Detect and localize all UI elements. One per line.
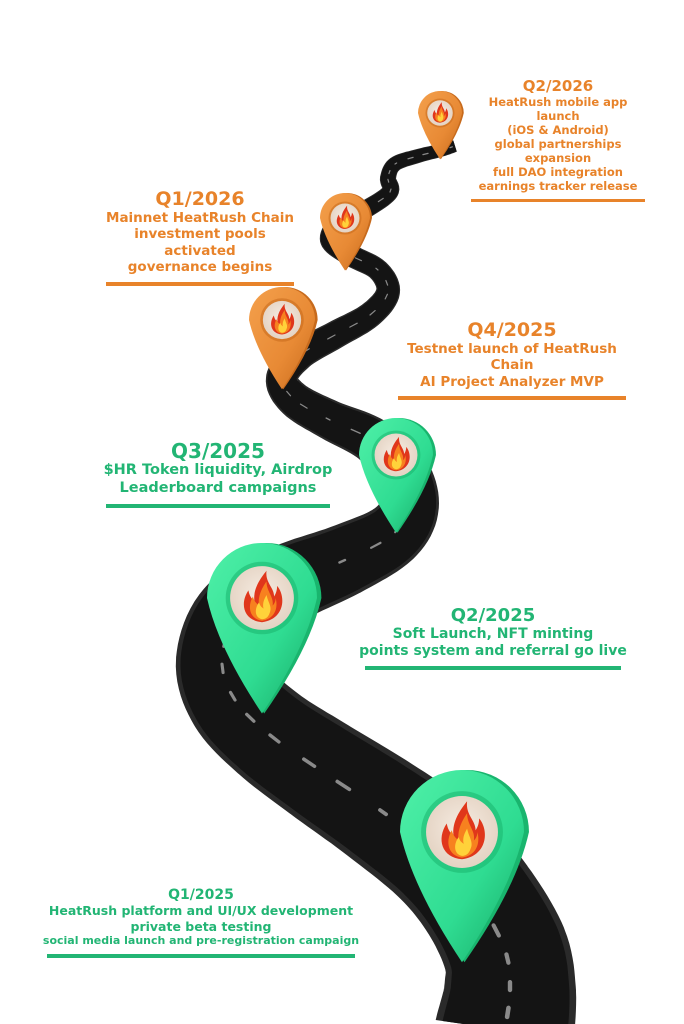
milestone-line: $HR Token liquidity, Airdrop bbox=[103, 462, 333, 478]
road-dash bbox=[394, 162, 398, 165]
map-pin-q3-2025 bbox=[359, 418, 436, 533]
milestone-divider bbox=[471, 198, 645, 202]
road-dash bbox=[375, 267, 379, 271]
road-dash bbox=[389, 188, 392, 193]
road-dash bbox=[407, 156, 414, 160]
flame-inner bbox=[278, 318, 288, 333]
road-dash bbox=[385, 279, 389, 286]
flame-inner bbox=[391, 453, 402, 470]
fire-icon bbox=[441, 801, 485, 860]
road-dash bbox=[228, 690, 237, 702]
milestone-line: social media launch and pre-registration… bbox=[42, 933, 360, 947]
milestone-divider bbox=[106, 281, 294, 286]
milestone-q2-2025: Q2/2025 Soft Launch, NFT minting points … bbox=[358, 606, 628, 670]
milestone-quarter: Q2/2025 bbox=[450, 605, 536, 626]
milestone-q1-2026: Q1/2026 Mainnet HeatRush Chain investmen… bbox=[100, 189, 300, 286]
map-pin-q1-2025 bbox=[400, 770, 529, 963]
milestone-line: Soft Launch, NFT minting bbox=[392, 625, 594, 642]
road-dash bbox=[377, 197, 384, 203]
milestone-line: full DAO integration bbox=[493, 164, 623, 179]
map-pin-q2-2026 bbox=[418, 91, 464, 160]
road-dash bbox=[349, 322, 358, 328]
milestone-line: HeatRush mobile app launch bbox=[488, 94, 628, 123]
milestone-q2-2026: Q2/2026 HeatRush mobile app launch (iOS … bbox=[468, 78, 648, 202]
road-dash bbox=[449, 146, 454, 149]
milestone-line: private beta testing bbox=[130, 918, 272, 934]
milestone-line: earnings tracker release bbox=[478, 178, 638, 193]
fire-icon bbox=[432, 102, 449, 123]
milestone-line: investment pools activated bbox=[134, 226, 266, 259]
milestone-quarter: Q2/2026 bbox=[522, 77, 594, 95]
milestone-line: points system and referral go live bbox=[359, 642, 627, 659]
milestone-quarter: Q3/2025 bbox=[171, 439, 265, 463]
flame-inner bbox=[342, 216, 349, 228]
milestone-line: HeatRush platform and UI/UX development bbox=[48, 903, 354, 919]
road-dash bbox=[384, 293, 389, 300]
fire-icon bbox=[243, 570, 283, 623]
milestone-line: governance begins bbox=[127, 259, 273, 276]
milestone-line: global partnerships expansion bbox=[494, 136, 622, 165]
milestone-quarter: Q1/2026 bbox=[155, 188, 245, 210]
road-dash bbox=[327, 334, 336, 340]
flame-inner bbox=[455, 828, 472, 856]
road-dash bbox=[504, 952, 511, 965]
map-pin-q4-2025 bbox=[249, 287, 318, 390]
milestone-q1-2025: Q1/2025 HeatRush platform and UI/UX deve… bbox=[36, 887, 366, 959]
milestone-line: Leaderboard campaigns bbox=[119, 479, 317, 496]
road-dash bbox=[338, 558, 347, 564]
road-dash bbox=[220, 662, 225, 675]
milestone-q3-2025: Q3/2025 $HR Token liquidity, Airdrop Lea… bbox=[98, 439, 338, 509]
road-dash bbox=[325, 417, 331, 421]
road-dash bbox=[422, 152, 429, 156]
road-dash bbox=[302, 757, 317, 769]
road-dash bbox=[388, 170, 391, 175]
milestone-line: (iOS & Android) bbox=[507, 122, 609, 137]
milestone-divider bbox=[398, 396, 626, 401]
road-dash bbox=[286, 390, 292, 397]
milestone-line: Mainnet HeatRush Chain bbox=[106, 209, 294, 226]
road-dash bbox=[245, 712, 256, 723]
road-dash bbox=[491, 923, 501, 938]
milestone-line: AI Project Analyzer MVP bbox=[420, 373, 604, 390]
fire-icon bbox=[383, 436, 410, 472]
road-dash bbox=[504, 1005, 511, 1020]
milestone-quarter: Q4/2025 bbox=[467, 319, 557, 341]
milestone-divider bbox=[106, 504, 330, 509]
milestone-divider bbox=[47, 954, 355, 959]
fire-icon bbox=[271, 303, 295, 335]
flame-inner bbox=[255, 595, 271, 620]
flame-inner bbox=[437, 111, 444, 122]
fire-icon bbox=[336, 205, 355, 229]
map-pin-q1-2026 bbox=[320, 193, 372, 271]
road-dash bbox=[350, 428, 361, 435]
map-pin-q2-2025 bbox=[207, 542, 322, 714]
milestone-divider bbox=[365, 665, 621, 670]
road-dash bbox=[369, 309, 376, 316]
road-dash bbox=[369, 541, 382, 549]
road-dash bbox=[268, 733, 281, 744]
pins bbox=[207, 91, 529, 963]
road-dash bbox=[378, 808, 388, 817]
road-dash bbox=[387, 178, 390, 183]
road-dash bbox=[354, 257, 363, 262]
milestone-line: Testnet launch of HeatRush Chain bbox=[407, 340, 617, 374]
road-dash bbox=[299, 403, 308, 409]
road-dash bbox=[335, 779, 352, 792]
milestone-quarter: Q1/2025 bbox=[168, 887, 234, 903]
milestone-q4-2025: Q4/2025 Testnet launch of HeatRush Chain… bbox=[388, 319, 636, 401]
